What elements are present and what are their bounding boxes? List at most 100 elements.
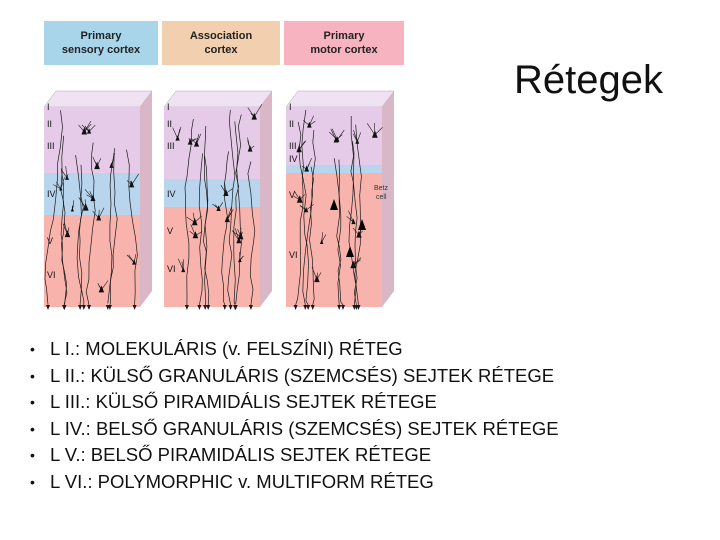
dendrite-branch: [298, 140, 307, 150]
layer-label: IV: [47, 189, 56, 199]
dendrite-branch: [253, 103, 263, 118]
column-block-sensory: [44, 90, 153, 307]
slide-title: Rétegek: [514, 58, 663, 102]
dendrite-branch: [306, 157, 312, 170]
neuron-process: [247, 161, 256, 306]
neuron-cell-body-icon: [187, 138, 193, 145]
dendrite-branch: [101, 280, 109, 290]
dendrite-branch: [88, 124, 96, 132]
bullet-icon: •: [30, 367, 35, 384]
dendrite-branch: [81, 124, 90, 132]
header-sensory-line1: Primary: [81, 30, 123, 42]
neuron-process: [348, 141, 357, 306]
neuron-cell-body-icon: [65, 174, 69, 180]
neuron-process: [60, 168, 68, 305]
neuron-process: [107, 148, 116, 304]
layer-label: I: [167, 102, 170, 112]
neuron-cell-body-icon: [193, 139, 200, 147]
axon-arrow-icon: [248, 305, 253, 310]
neuron-process: [126, 149, 138, 306]
axon-arrow-icon: [310, 305, 315, 310]
neuron-cell-body-icon: [70, 207, 74, 212]
layer-label: III: [289, 141, 297, 151]
bullet-item-4: • L IV.: BELSŐ GRANULÁRIS (SZEMCSÉS) SEJT…: [30, 416, 710, 443]
neuron-cell-body-icon: [96, 214, 102, 221]
axon-arrow-icon: [337, 305, 342, 310]
neuron-cell-body-icon: [371, 130, 378, 138]
header-association-line2: cortex: [204, 44, 238, 56]
neuron-cell-body-icon: [192, 231, 199, 239]
neuron-process: [354, 124, 362, 306]
layer-labels-motor: I II III IV V VI: [289, 102, 298, 260]
bullet-text: L III.: KÜLSŐ PIRAMIDÁLIS SEJTEK RÉTEGE: [50, 391, 437, 412]
neuron-process: [198, 153, 203, 306]
layer-label: II: [47, 119, 52, 129]
neuron-cell-body-icon: [81, 127, 88, 135]
dendrite-branch: [56, 181, 62, 190]
layer-label: II: [289, 119, 294, 129]
neuron-process: [79, 164, 85, 305]
axon-arrow-icon: [184, 305, 189, 310]
betz-cell-icon: [346, 246, 354, 257]
bullet-icon: •: [30, 420, 35, 437]
axon-arrow-icon: [46, 305, 50, 310]
neuron-cell-body-icon: [90, 194, 96, 202]
dendrite-branch: [348, 210, 354, 223]
bullet-text: L V.: BELSŐ PIRAMIDÁLIS SEJTEK RÉTEGE: [50, 444, 432, 465]
layer-label: VI: [289, 250, 298, 260]
dendrite-branch: [212, 203, 219, 210]
neuron-cell-body-icon: [351, 218, 356, 225]
layer-label: VI: [167, 264, 176, 274]
neuron-process: [350, 116, 358, 306]
header-association-line1: Association: [190, 30, 253, 42]
bullet-icon: •: [30, 447, 35, 463]
bullet-text: L I.: MOLEKULÁRIS (v. FELSZÍNI) RÉTEG: [50, 338, 403, 359]
dendrite-branch: [337, 129, 345, 140]
header-sensory-line2: sensory cortex: [62, 44, 141, 56]
dendrite-branch: [84, 189, 94, 199]
layer-label: V: [289, 190, 295, 200]
dendrite-branch: [98, 207, 105, 219]
dendrite-branch: [177, 126, 182, 139]
dendrite-branch: [247, 107, 255, 118]
bullet-item-3: • L III.: KÜLSŐ PIRAMIDÁLIS SEJTEK RÉTEGE: [30, 389, 710, 416]
dendrite-branch: [330, 128, 337, 141]
dendrite-branch: [172, 127, 178, 139]
dendrite-branch: [329, 131, 338, 140]
dendrite-branch: [353, 129, 358, 142]
neuron-process: [309, 129, 316, 306]
dendrite-branch: [53, 184, 61, 190]
betz-cell-icon: [330, 199, 338, 210]
neuron-cell-body-icon: [319, 239, 324, 244]
dendrite-branch: [232, 230, 240, 241]
neuron-cell-body-icon: [181, 266, 186, 273]
dendrite-branch: [227, 209, 234, 220]
dendrite-branch: [305, 204, 314, 211]
bullet-icon: •: [30, 394, 35, 410]
neuron-process: [295, 109, 307, 306]
column-header-association: Association cortex: [162, 21, 280, 65]
axon-arrow-icon: [341, 305, 345, 310]
layer-label: VI: [47, 270, 56, 280]
axon-arrow-icon: [132, 305, 137, 310]
bullet-text: L VI.: POLYMORPHIC v. MULTIFORM RÉTEG: [50, 470, 434, 492]
bullet-item-1: •L I.: MOLEKULÁRIS (v. FELSZÍNI) RÉTEG: [30, 336, 710, 363]
neuron-cell-body-icon: [191, 217, 198, 226]
layer-bullet-list: •L I.: MOLEKULÁRIS (v. FELSZÍNI) RÉTEG •…: [30, 336, 710, 495]
betz-cell-icon: [358, 219, 366, 230]
layer-label: I: [289, 102, 292, 112]
neuron-process: [75, 154, 82, 306]
layer-label: II: [167, 119, 172, 129]
dendrite-branch: [78, 197, 87, 208]
axon-arrow-icon: [197, 305, 202, 310]
axon-arrow-icon: [233, 305, 238, 310]
neuron-process: [302, 166, 314, 306]
bullet-text: L IV.: BELSŐ GRANULÁRIS (SZEMCSÉS) SEJTE…: [50, 417, 559, 439]
neuron-cell-body-icon: [98, 285, 105, 293]
layer-label: III: [167, 141, 175, 151]
column-block-motor: [285, 90, 395, 307]
bullet-item-2: •L II.: KÜLSŐ GRANULÁRIS (SZEMCSÉS) SEJT…: [30, 363, 710, 390]
neuron-cell-body-icon: [224, 215, 230, 223]
neuron-drawings: [44, 103, 383, 310]
betz-label-line2: cell: [376, 194, 387, 201]
